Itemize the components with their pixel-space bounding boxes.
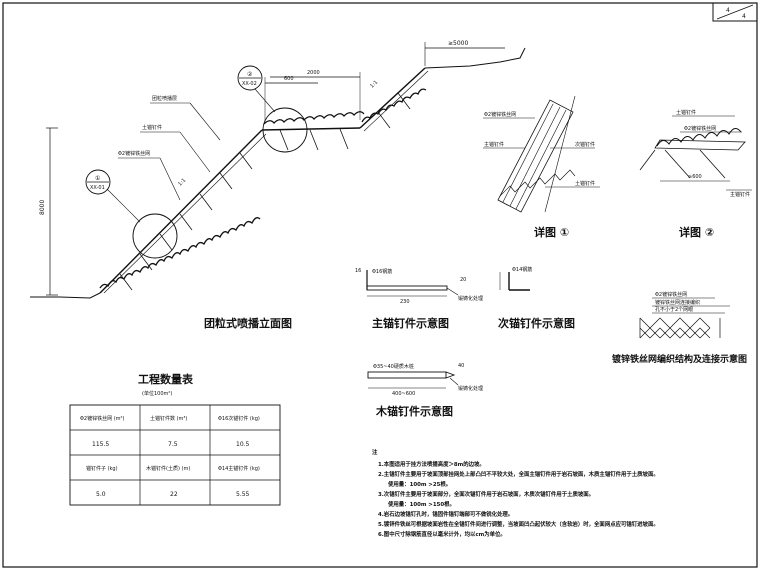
qt-h-main14: Φ14主锚钉件 (kg) xyxy=(218,465,260,472)
svg-text:≥5000: ≥5000 xyxy=(448,40,468,47)
svg-text:230: 230 xyxy=(400,299,410,305)
quantity-table-subtitle: (单位100m²) xyxy=(142,390,172,397)
svg-text:2000: 2000 xyxy=(307,70,320,76)
svg-text:XX-01: XX-01 xyxy=(90,185,105,191)
note-1: 1.本图适用于挂方法喷播高度＞8m的边坡。 xyxy=(378,460,485,468)
main-anchor-detail: Φ16钢筋 20 230 16 锻铸化处理 主锚钉件示意图 xyxy=(355,268,483,330)
wood-anchor-title: 木锚钉件示意图 xyxy=(375,404,453,418)
mesh-detail: Φ2镀锌铁丝网 镀锌铁丝网连接编织 孔不小于2个网眼 镀锌铁丝网编织结构及连接示… xyxy=(612,291,747,365)
svg-text:Φ2镀锌铁丝网: Φ2镀锌铁丝网 xyxy=(684,125,716,132)
note-3: 3.次锚钉件主要用于坡面部分，全面次锚钉件用于岩石坡面，木质次锚钉件用于土质坡面… xyxy=(378,490,594,498)
callout-1: ① XX-01 xyxy=(85,169,141,223)
note-4: 4.岩石边坡锚钉孔时，锚固件锚钉端部可不做锐化处理。 xyxy=(378,510,513,518)
lower-slope-line xyxy=(99,129,263,294)
qt-v-main14: 5.55 xyxy=(236,491,250,498)
wood-anchor-detail: Φ35~40硬质木桩 40 400~600 锻铸化处理 木锚钉件示意图 xyxy=(367,363,483,418)
svg-text:锻铸化处理: 锻铸化处理 xyxy=(458,295,483,302)
svg-text:主锚钉件: 主锚钉件 xyxy=(730,191,750,198)
svg-text:Φ35~40硬质木桩: Φ35~40硬质木桩 xyxy=(373,363,414,370)
qt-h-sec16: Φ16次锚钉件 (kg) xyxy=(218,415,260,422)
svg-text:②: ② xyxy=(247,71,253,78)
svg-text:Φ14钢筋: Φ14钢筋 xyxy=(512,266,532,273)
svg-text:孔不小于2个网眼: 孔不小于2个网眼 xyxy=(655,306,693,313)
detail-1-title: 详图 ① xyxy=(534,225,569,239)
main-anchor-title: 主锚钉件示意图 xyxy=(372,316,449,330)
qt-h-soil: 土锚钉件数 (m³) xyxy=(150,415,187,422)
notes-block: 注 1.本图适用于挂方法喷播高度＞8m的边坡。 2.主锚钉件主要用于坡面顶部挂网… xyxy=(372,448,659,538)
qt-v-sec16: 10.5 xyxy=(236,441,250,448)
qt-v-mesh: 115.5 xyxy=(92,441,109,448)
ground-line-left xyxy=(30,292,101,299)
elevation-title: 团粒式喷播立面图 xyxy=(204,316,292,330)
svg-text:团粒喷播层: 团粒喷播层 xyxy=(152,95,177,102)
svg-text:40: 40 xyxy=(458,363,464,369)
upper-slope-line xyxy=(359,67,426,129)
svg-text:Φ2镀锌铁丝网: Φ2镀锌铁丝网 xyxy=(118,150,150,157)
notes-heading: 注 xyxy=(372,448,378,456)
svg-text:土锚钉件: 土锚钉件 xyxy=(142,124,162,131)
callout-2: ② XX-02 xyxy=(237,65,276,113)
slope-ratio-upper: 1:1 xyxy=(369,79,379,89)
sec-anchor-title: 次锚钉件示意图 xyxy=(498,316,575,330)
qt-v-pin: 5.0 xyxy=(96,491,106,498)
berm-dimensions: 600 2000 xyxy=(264,70,361,122)
svg-text:锻铸化处理: 锻铸化处理 xyxy=(458,385,483,392)
svg-text:8000: 8000 xyxy=(39,200,46,215)
svg-text:≥600: ≥600 xyxy=(688,174,702,180)
qt-h-pin: 锚钉件子 (kg) xyxy=(86,465,118,472)
sheet-current: 4 xyxy=(726,7,730,14)
detail-2: 土锚钉件 Φ2镀锌铁丝网 ≥600 主锚钉件 详图 ② xyxy=(639,109,752,239)
detail-circle-2 xyxy=(262,107,308,153)
svg-text:600: 600 xyxy=(284,76,294,82)
sheet-number-box: 4 4 xyxy=(712,2,758,22)
detail-1: Φ2镀锌铁丝网 主锚钉件 次锚钉件 土锚钉件 详图 ① xyxy=(483,95,600,239)
ground-line-top xyxy=(424,47,526,69)
qt-h-mesh: Φ2镀锌铁丝网 (m²) xyxy=(80,415,125,422)
mesh-detail-title: 镀锌铁丝网编织结构及连接示意图 xyxy=(612,353,747,365)
note-2: 2.主锚钉件主要用于坡面顶部挂网处上部凸凹不平较大处，全面主锚钉件用于岩石坡面，… xyxy=(378,470,659,478)
note-5: 5.镀锌件铁丝可根据坡面岩性在全锚钉件间进行调整，当坡面凹凸起伏较大（含软岩）时… xyxy=(378,520,659,528)
slope-elevation: ① XX-01 ② XX-02 8000 ≥5000 600 xyxy=(30,40,526,330)
note-6: 6.图中尺寸除钢筋直径以毫米计外，均以cm为单位。 xyxy=(378,530,506,538)
height-dimension: 8000 xyxy=(39,127,58,296)
svg-text:①: ① xyxy=(95,175,100,182)
note-3-usage: 使用量：100m >150根。 xyxy=(387,500,455,508)
detail-2-title: 详图 ② xyxy=(679,225,714,239)
top-width-dimension: ≥5000 xyxy=(424,40,505,66)
secondary-anchor-detail: Φ14钢筋 次锚钉件示意图 xyxy=(498,266,575,330)
svg-text:16: 16 xyxy=(355,268,361,274)
slope-ratio-lower: 1:1 xyxy=(177,177,187,187)
svg-text:Φ16钢筋: Φ16钢筋 xyxy=(372,268,392,275)
svg-text:镀锌铁丝网连接编织: 镀锌铁丝网连接编织 xyxy=(655,299,700,306)
note-2-usage: 使用量：100m >25根。 xyxy=(387,480,451,488)
svg-text:Φ2镀锌铁丝网: Φ2镀锌铁丝网 xyxy=(484,111,516,118)
svg-text:400~600: 400~600 xyxy=(392,391,415,397)
vegetation-layer xyxy=(99,88,427,289)
qt-h-wood: 木锚钉件(土质) (m) xyxy=(146,465,190,472)
detail-circle-1 xyxy=(132,213,178,259)
svg-text:土锚钉件: 土锚钉件 xyxy=(575,180,595,187)
qt-v-soil: 7.5 xyxy=(168,441,178,448)
anchor-pins xyxy=(119,92,411,291)
svg-text:次锚钉件: 次锚钉件 xyxy=(575,141,595,148)
qt-v-wood: 22 xyxy=(170,491,178,498)
svg-text:XX-02: XX-02 xyxy=(242,81,257,87)
svg-text:20: 20 xyxy=(460,277,466,283)
quantity-table-title: 工程数量表 xyxy=(138,372,194,386)
quantity-table: 工程数量表 (单位100m²) Φ2镀锌铁丝网 (m²) 土锚钉件数 (m³) … xyxy=(69,372,281,506)
berm-line xyxy=(261,127,361,131)
svg-text:主锚钉件: 主锚钉件 xyxy=(484,141,504,148)
elevation-labels: 团粒喷播层 土锚钉件 Φ2镀锌铁丝网 xyxy=(118,95,221,201)
svg-text:Φ2镀锌铁丝网: Φ2镀锌铁丝网 xyxy=(655,291,687,298)
svg-text:土锚钉件: 土锚钉件 xyxy=(676,109,696,116)
sheet-total: 4 xyxy=(742,13,746,20)
